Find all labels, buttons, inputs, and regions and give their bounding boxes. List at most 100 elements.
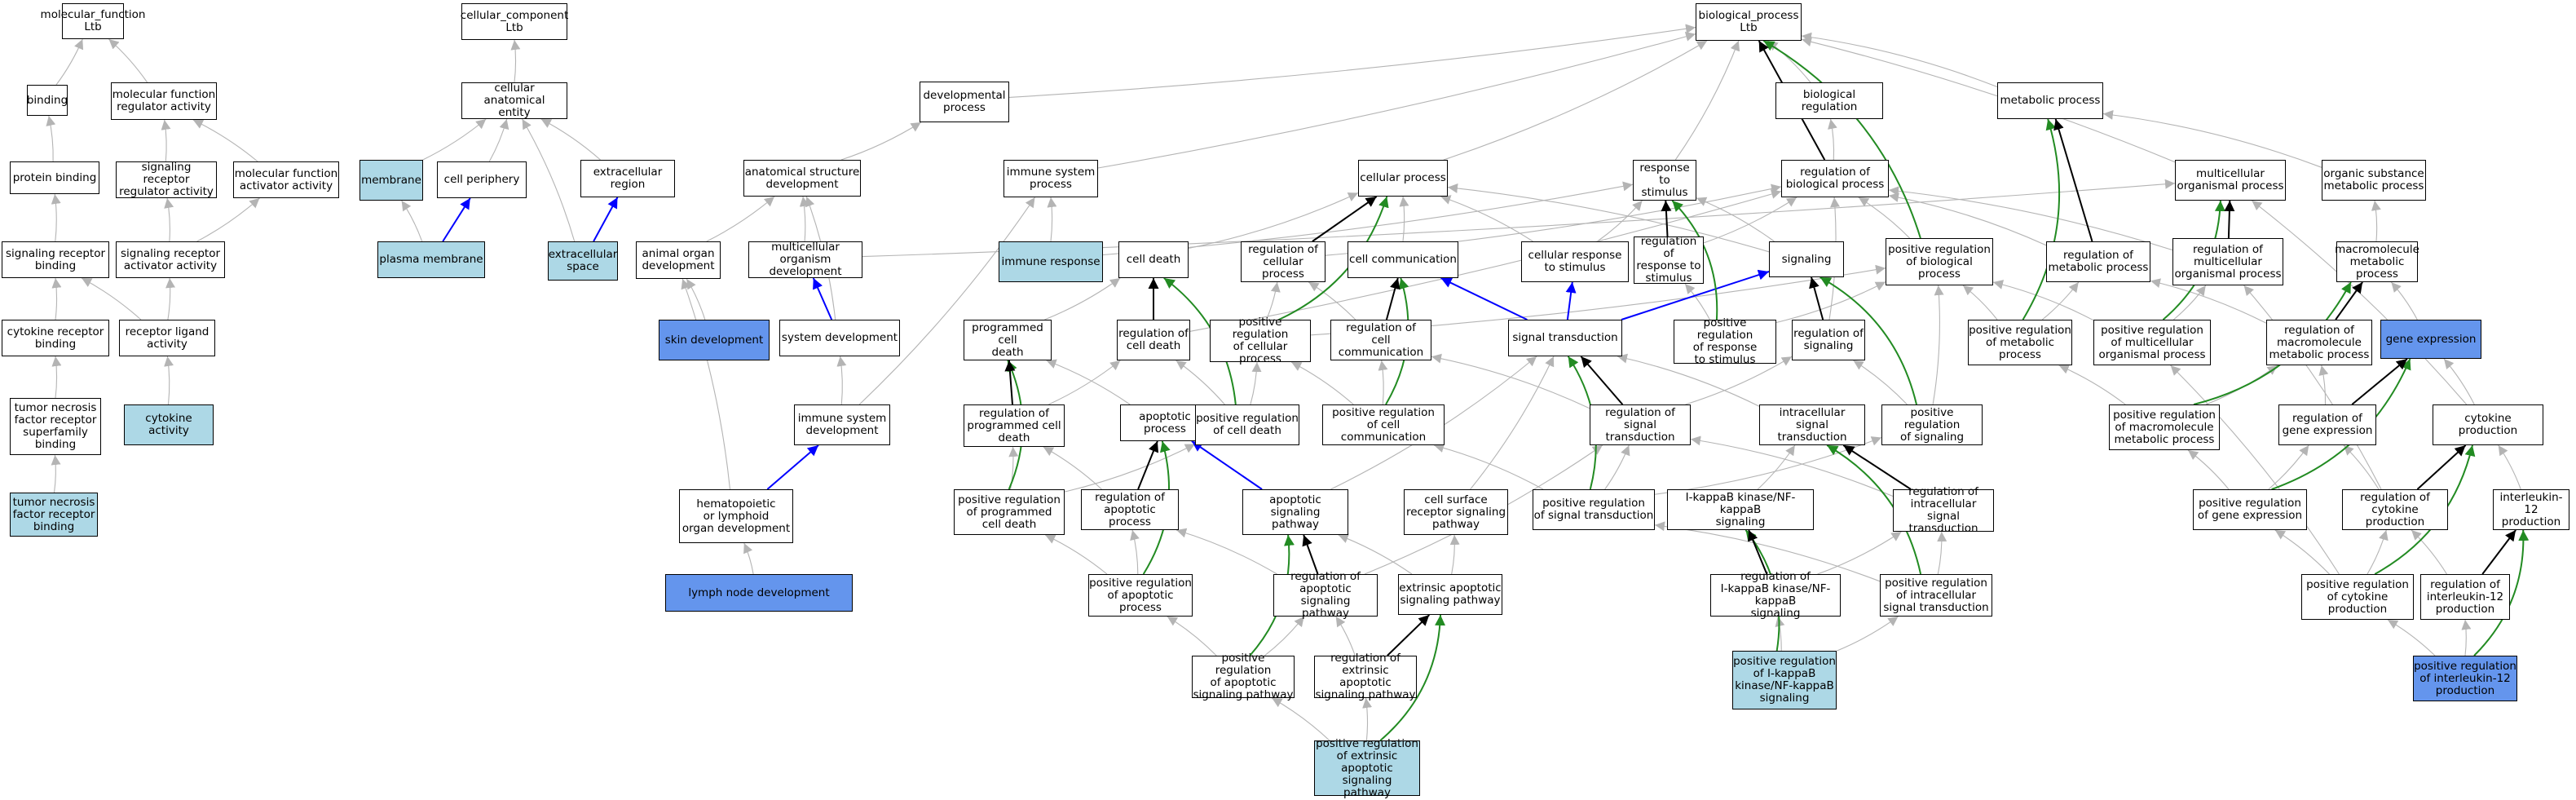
go-term-node[interactable]: cellular response to stimulus [1521,241,1629,282]
go-term-node[interactable]: macromolecule metabolic process [2335,241,2419,282]
go-term-node[interactable]: gene expression [2380,320,2481,359]
go-term-node[interactable]: membrane [359,160,423,201]
edge-gray [1654,436,1882,495]
go-term-node[interactable]: anatomical structure development [743,160,861,197]
go-term-node[interactable]: biological_process Ltb [1696,3,1802,41]
edge-gray [2443,358,2475,405]
go-term-node[interactable]: cellular_component Ltb [461,3,568,40]
go-term-node[interactable]: regulation of apoptotic process [1081,489,1179,530]
go-term-node[interactable]: binding [27,85,68,116]
go-term-node[interactable]: multicellular organism development [748,241,862,278]
go-term-node[interactable]: positive regulation of signaling [1881,404,1983,445]
go-term-node[interactable]: regulation of cellular process [1241,241,1325,282]
go-term-node[interactable]: regulation of extrinsic apoptotic signal… [1314,652,1417,701]
go-term-node[interactable]: regulation of metabolic process [2046,241,2150,282]
go-term-node[interactable]: cytokine receptor binding [2,320,109,356]
go-term-node[interactable]: positive regulation of multicellular org… [2093,320,2211,365]
go-term-node[interactable]: positive regulation of signal transducti… [1533,489,1655,530]
edge-gray [1338,533,1413,575]
go-term-node[interactable]: regulation of I-kappaB kinase/NF-kappaB … [1710,571,1841,620]
go-term-node[interactable]: tumor necrosis factor receptor superfami… [10,398,101,455]
go-term-node[interactable]: cytokine production [2433,404,2543,445]
go-term-node[interactable]: signaling [1769,241,1844,277]
go-term-node[interactable]: positive regulation of I-kappaB kinase/N… [1732,651,1837,709]
go-term-node[interactable]: cellular process [1358,160,1448,197]
go-term-node[interactable]: multicellular organismal process [2175,160,2286,201]
go-term-node[interactable]: signal transduction [1508,320,1622,356]
go-term-node[interactable]: programmed cell death [964,320,1052,360]
go-term-node[interactable]: positive regulation of apoptotic signali… [1192,652,1295,701]
go-term-node[interactable]: tumor necrosis factor receptor binding [10,493,98,537]
go-term-node[interactable]: system development [779,320,900,356]
go-term-node[interactable]: cell periphery [437,161,527,198]
go-term-node[interactable]: positive regulation of biological proces… [1886,238,1993,285]
edge-black [1661,200,1672,237]
go-term-node[interactable]: regulation of response to stimulus [1634,236,1704,285]
go-term-node[interactable]: positive regulation of cytokine producti… [2301,574,2414,620]
go-term-node[interactable]: cell communication [1348,241,1458,278]
go-term-node[interactable]: molecular function activator activity [233,161,339,198]
go-term-node[interactable]: regulation of interleukin-12 production [2420,574,2510,620]
go-term-node[interactable]: receptor ligand activity [119,320,215,356]
go-term-node[interactable]: organic substance metabolic process [2322,160,2426,201]
go-term-node[interactable]: regulation of biological process [1781,160,1889,197]
go-term-node[interactable]: regulation of gene expression [2278,404,2376,445]
go-term-node[interactable]: positive regulation of apoptotic process [1088,574,1193,617]
go-term-node[interactable]: regulation of signaling [1792,320,1865,360]
go-term-node[interactable]: positive regulation of response to stimu… [1674,317,1776,366]
go-term-node[interactable]: molecular_function Ltb [41,3,145,39]
go-term-node[interactable]: response to stimulus [1633,160,1696,201]
go-term-node[interactable]: plasma membrane [377,241,485,278]
go-term-node[interactable]: positive regulation of metabolic process [1968,320,2072,365]
go-term-node[interactable]: developmental process [920,82,1009,122]
go-term-node[interactable]: hematopoietic or lymphoid organ developm… [679,489,793,543]
go-term-node[interactable]: positive regulation of macromolecule met… [2109,404,2220,450]
go-term-node[interactable]: regulation of intracellular signal trans… [1893,486,1994,535]
go-term-node[interactable]: regulation of multicellular organismal p… [2172,238,2283,285]
go-term-node[interactable]: immune system development [794,404,890,445]
go-term-node[interactable]: biological regulation [1775,82,1883,119]
go-term-node[interactable]: immune response [999,241,1103,282]
go-term-node[interactable]: positive regulation of interleukin-12 pr… [2413,656,2517,701]
go-term-node[interactable]: regulation of signal transduction [1590,404,1691,445]
go-term-node[interactable]: positive regulation of extrinsic apoptot… [1314,737,1420,798]
go-term-node[interactable]: positive regulation of programmed cell d… [954,489,1065,535]
edge-gray [2390,281,2418,320]
go-term-node[interactable]: regulation of cell death [1117,320,1190,360]
go-term-node[interactable]: apoptotic process [1120,404,1210,441]
go-term-node[interactable]: metabolic process [1997,82,2103,119]
go-term-node[interactable]: lymph node development [665,574,853,612]
go-term-node[interactable]: positive regulation of gene expression [2193,489,2307,530]
edge-gray [1696,197,1775,242]
go-term-node[interactable]: cellular anatomical entity [461,82,567,119]
go-term-node[interactable]: positive regulation of intracellular sig… [1880,574,1992,617]
go-term-node[interactable]: regulation of cytokine production [2342,489,2448,530]
go-term-node[interactable]: protein binding [10,161,99,194]
go-term-node[interactable]: extracellular space [548,241,618,281]
go-term-node[interactable]: I-kappaB kinase/NF-kappaB signaling [1667,489,1814,530]
go-term-node[interactable]: apoptotic signaling pathway [1242,489,1348,535]
go-term-node[interactable]: cytokine activity [124,404,214,445]
go-term-node[interactable]: regulation of cell communication [1330,320,1431,360]
go-term-node[interactable]: animal organ development [636,241,721,279]
go-term-node[interactable]: skin development [659,320,770,360]
go-term-node[interactable]: extrinsic apoptotic signaling pathway [1398,574,1502,615]
go-term-node[interactable]: molecular function regulator activity [111,82,217,120]
edge-gray [1362,697,1373,741]
go-term-node[interactable]: signaling receptor activator activity [116,241,225,278]
go-term-node[interactable]: intracellular signal transduction [1759,404,1865,445]
go-term-node[interactable]: regulation of macromolecule metabolic pr… [2266,320,2372,365]
go-term-node[interactable]: signaling receptor regulator activity [116,161,217,198]
go-term-node[interactable]: regulation of apoptotic signaling pathwa… [1273,571,1378,620]
go-term-node[interactable]: positive regulation of cellular process [1210,316,1311,365]
go-term-node[interactable]: signaling receptor binding [2,241,109,278]
go-term-node[interactable]: regulation of programmed cell death [964,404,1065,447]
go-term-node[interactable]: positive regulation of cell death [1195,404,1299,445]
go-term-node[interactable]: positive regulation of cell communicatio… [1322,404,1445,445]
go-term-node[interactable]: cell death [1118,241,1189,278]
go-term-node[interactable]: immune system process [1003,160,1098,197]
go-term-node[interactable]: interleukin-12 production [2493,489,2569,530]
go-term-node[interactable]: extracellular region [580,160,675,197]
go-term-node[interactable]: cell surface receptor signaling pathway [1404,489,1508,535]
